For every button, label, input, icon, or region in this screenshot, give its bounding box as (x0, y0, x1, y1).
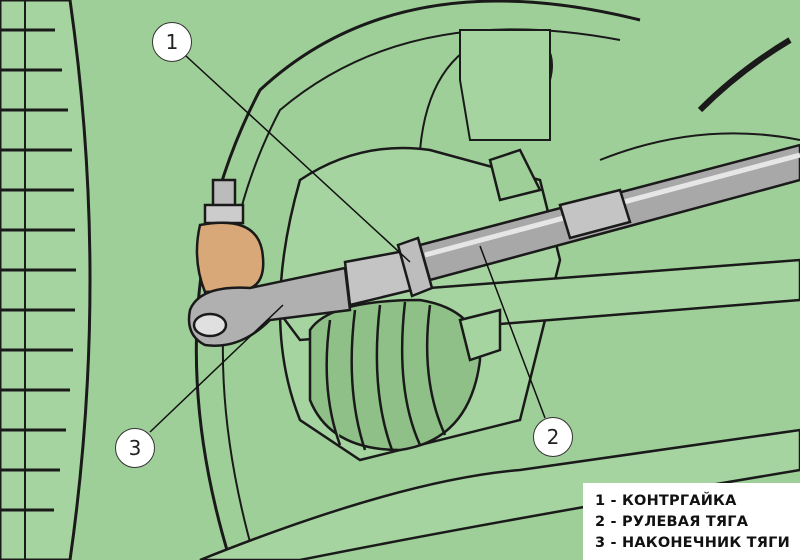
legend-item-locknut: 1 - КОНТРГАЙКА (595, 493, 737, 509)
locknut (396, 236, 434, 298)
tie-rod (418, 143, 800, 282)
legend-item-tie-rod-end: 3 - НАКОНЕЧНИК ТЯГИ (595, 535, 790, 551)
tire-tread (0, 0, 92, 560)
wheel-rim (194, 0, 800, 560)
legend-item-tie-rod: 2 - РУЛЕВАЯ ТЯГА (595, 514, 749, 530)
legend: 1 - КОНТРГАЙКА 2 - РУЛЕВАЯ ТЯГА 3 - НАКО… (583, 483, 800, 560)
boot (308, 298, 502, 452)
ball-joint (195, 178, 265, 294)
leader-lines (149, 55, 546, 433)
callout-1: 1 (152, 22, 192, 62)
callout-2: 2 (533, 417, 573, 457)
callout-3: 3 (115, 428, 155, 468)
tie-rod-end (187, 248, 422, 347)
